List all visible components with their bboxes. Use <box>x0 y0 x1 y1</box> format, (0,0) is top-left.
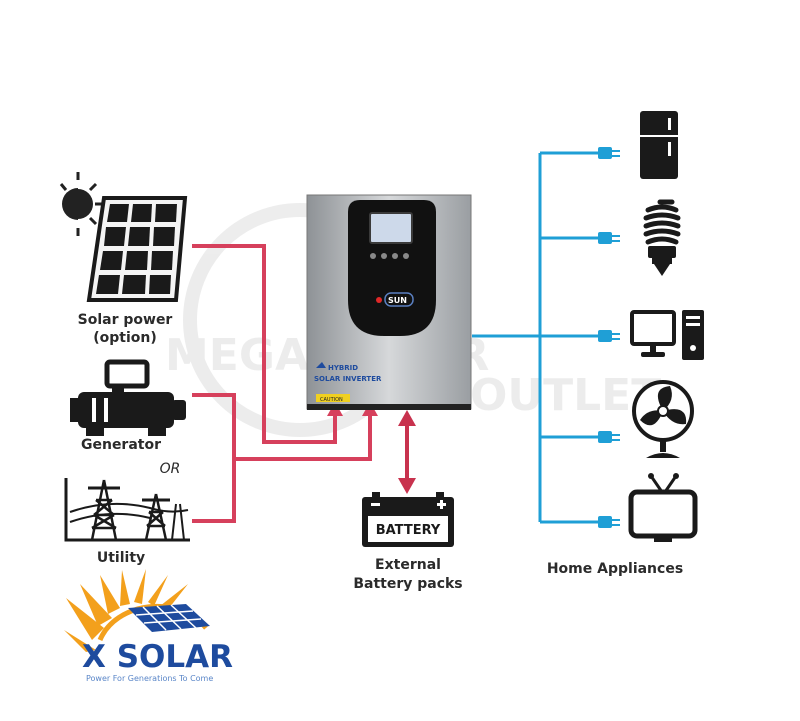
inverter-unit: SUN HYBRID SOLAR INVERTER CAUTION <box>306 194 472 410</box>
or-label: OR <box>159 461 181 477</box>
appliances-caption: Home Appliances <box>546 561 684 577</box>
inverter-brand-badge: SUN <box>376 292 414 307</box>
battery-label: BATTERY <box>376 523 441 538</box>
logo-sunburst <box>64 569 188 652</box>
battery-caption-line1: External <box>375 557 441 573</box>
computer-icon <box>630 310 704 360</box>
inverter-button <box>392 253 398 259</box>
utility-pylons-icon <box>64 478 190 542</box>
sun-icon <box>59 172 102 236</box>
logo-name: X SOLAR <box>82 639 233 675</box>
cfl-bulb-icon <box>643 199 681 276</box>
solar-label-line2: (option) <box>93 330 157 346</box>
refrigerator-icon <box>640 111 678 179</box>
inverter-warning-text: CAUTION <box>320 397 343 403</box>
utility-label: Utility <box>96 550 146 566</box>
inverter-warning-sticker <box>316 394 350 402</box>
logo-solar-panel <box>128 604 210 632</box>
input-wires <box>192 244 372 523</box>
battery-icon: BATTERY <box>362 492 454 547</box>
logo-tagline: Power For Generations To Come <box>86 674 213 683</box>
watermark-line2: OUTLET <box>470 370 661 421</box>
tv-icon <box>628 473 698 542</box>
output-wires <box>472 151 610 524</box>
inverter-button <box>370 253 376 259</box>
inverter-lcd-screen <box>369 212 413 244</box>
inverter-label-line1: HYBRID <box>328 364 358 372</box>
inverter-button <box>381 253 387 259</box>
inverter-brand: SUN <box>388 296 407 305</box>
fan-icon <box>632 380 694 458</box>
generator-label: Generator <box>80 437 161 453</box>
xsolar-logo: X SOLAR Power For Generations To Come <box>64 569 233 683</box>
solar-label-line1: Solar power <box>77 312 173 328</box>
output-plugs <box>598 147 620 528</box>
inverter-label: HYBRID SOLAR INVERTER <box>314 362 382 383</box>
battery-caption-line2: Battery packs <box>353 576 463 592</box>
generator-icon <box>70 359 186 436</box>
inverter-button <box>403 253 409 259</box>
solar-panel-icon <box>86 196 188 302</box>
battery-wire <box>398 410 416 494</box>
inverter-label-line2: SOLAR INVERTER <box>314 375 382 383</box>
